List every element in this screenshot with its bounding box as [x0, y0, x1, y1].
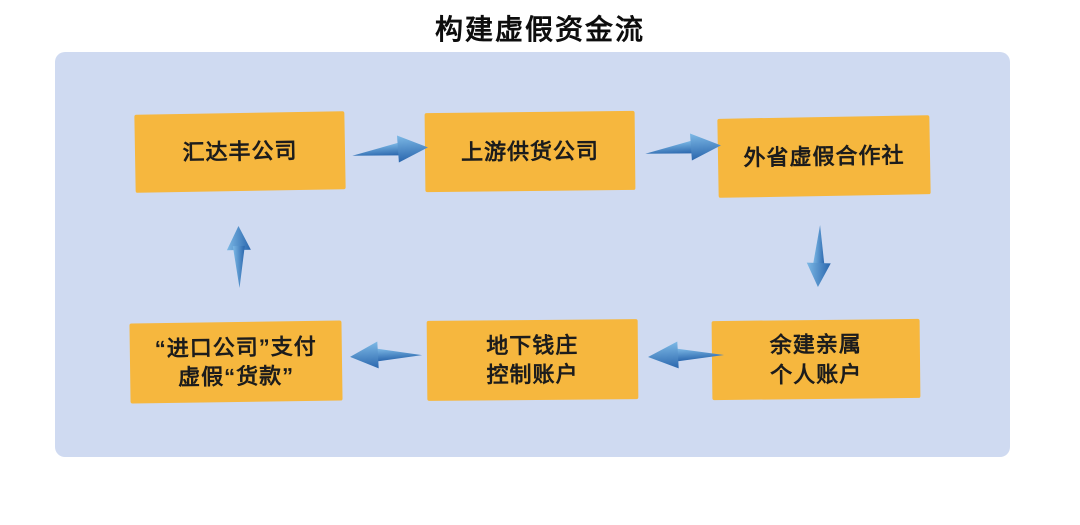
- node-label-line1: 余建亲属: [769, 331, 862, 358]
- arrow-left-icon: [350, 341, 423, 369]
- arrow-left-icon: [648, 341, 725, 369]
- diagram-title: 构建虚假资金流: [434, 14, 645, 45]
- arrow-right-icon: [352, 135, 428, 163]
- node-label: 外省虚假合作社: [743, 142, 905, 171]
- node-label: 汇达丰公司: [182, 138, 298, 166]
- flow-node-relatives-accounts: 余建亲属 个人账户: [711, 318, 921, 401]
- node-label-line2: 个人账户: [770, 361, 863, 387]
- flow-node-underground-bank: 地下钱庄 控制账户: [426, 319, 639, 401]
- node-label-line1: “进口公司”支付: [154, 333, 317, 362]
- node-label-line1: 地下钱庄: [486, 332, 579, 359]
- node-label-line2: 控制账户: [486, 361, 579, 388]
- arrow-right-icon: [645, 133, 721, 161]
- node-label: 上游供货公司: [460, 138, 600, 165]
- flow-node-upstream-supplier: 上游供货公司: [424, 110, 636, 193]
- arrow-down-icon: [806, 225, 831, 287]
- flow-node-fake-coop-other-province: 外省虚假合作社: [717, 115, 931, 198]
- flow-node-huidafeng-company: 汇达丰公司: [134, 111, 346, 193]
- arrow-up-icon: [226, 226, 251, 288]
- flow-node-import-company-payment: “进口公司”支付 虚假“货款”: [129, 320, 343, 404]
- node-label-line2: 虚假“货款”: [178, 363, 295, 390]
